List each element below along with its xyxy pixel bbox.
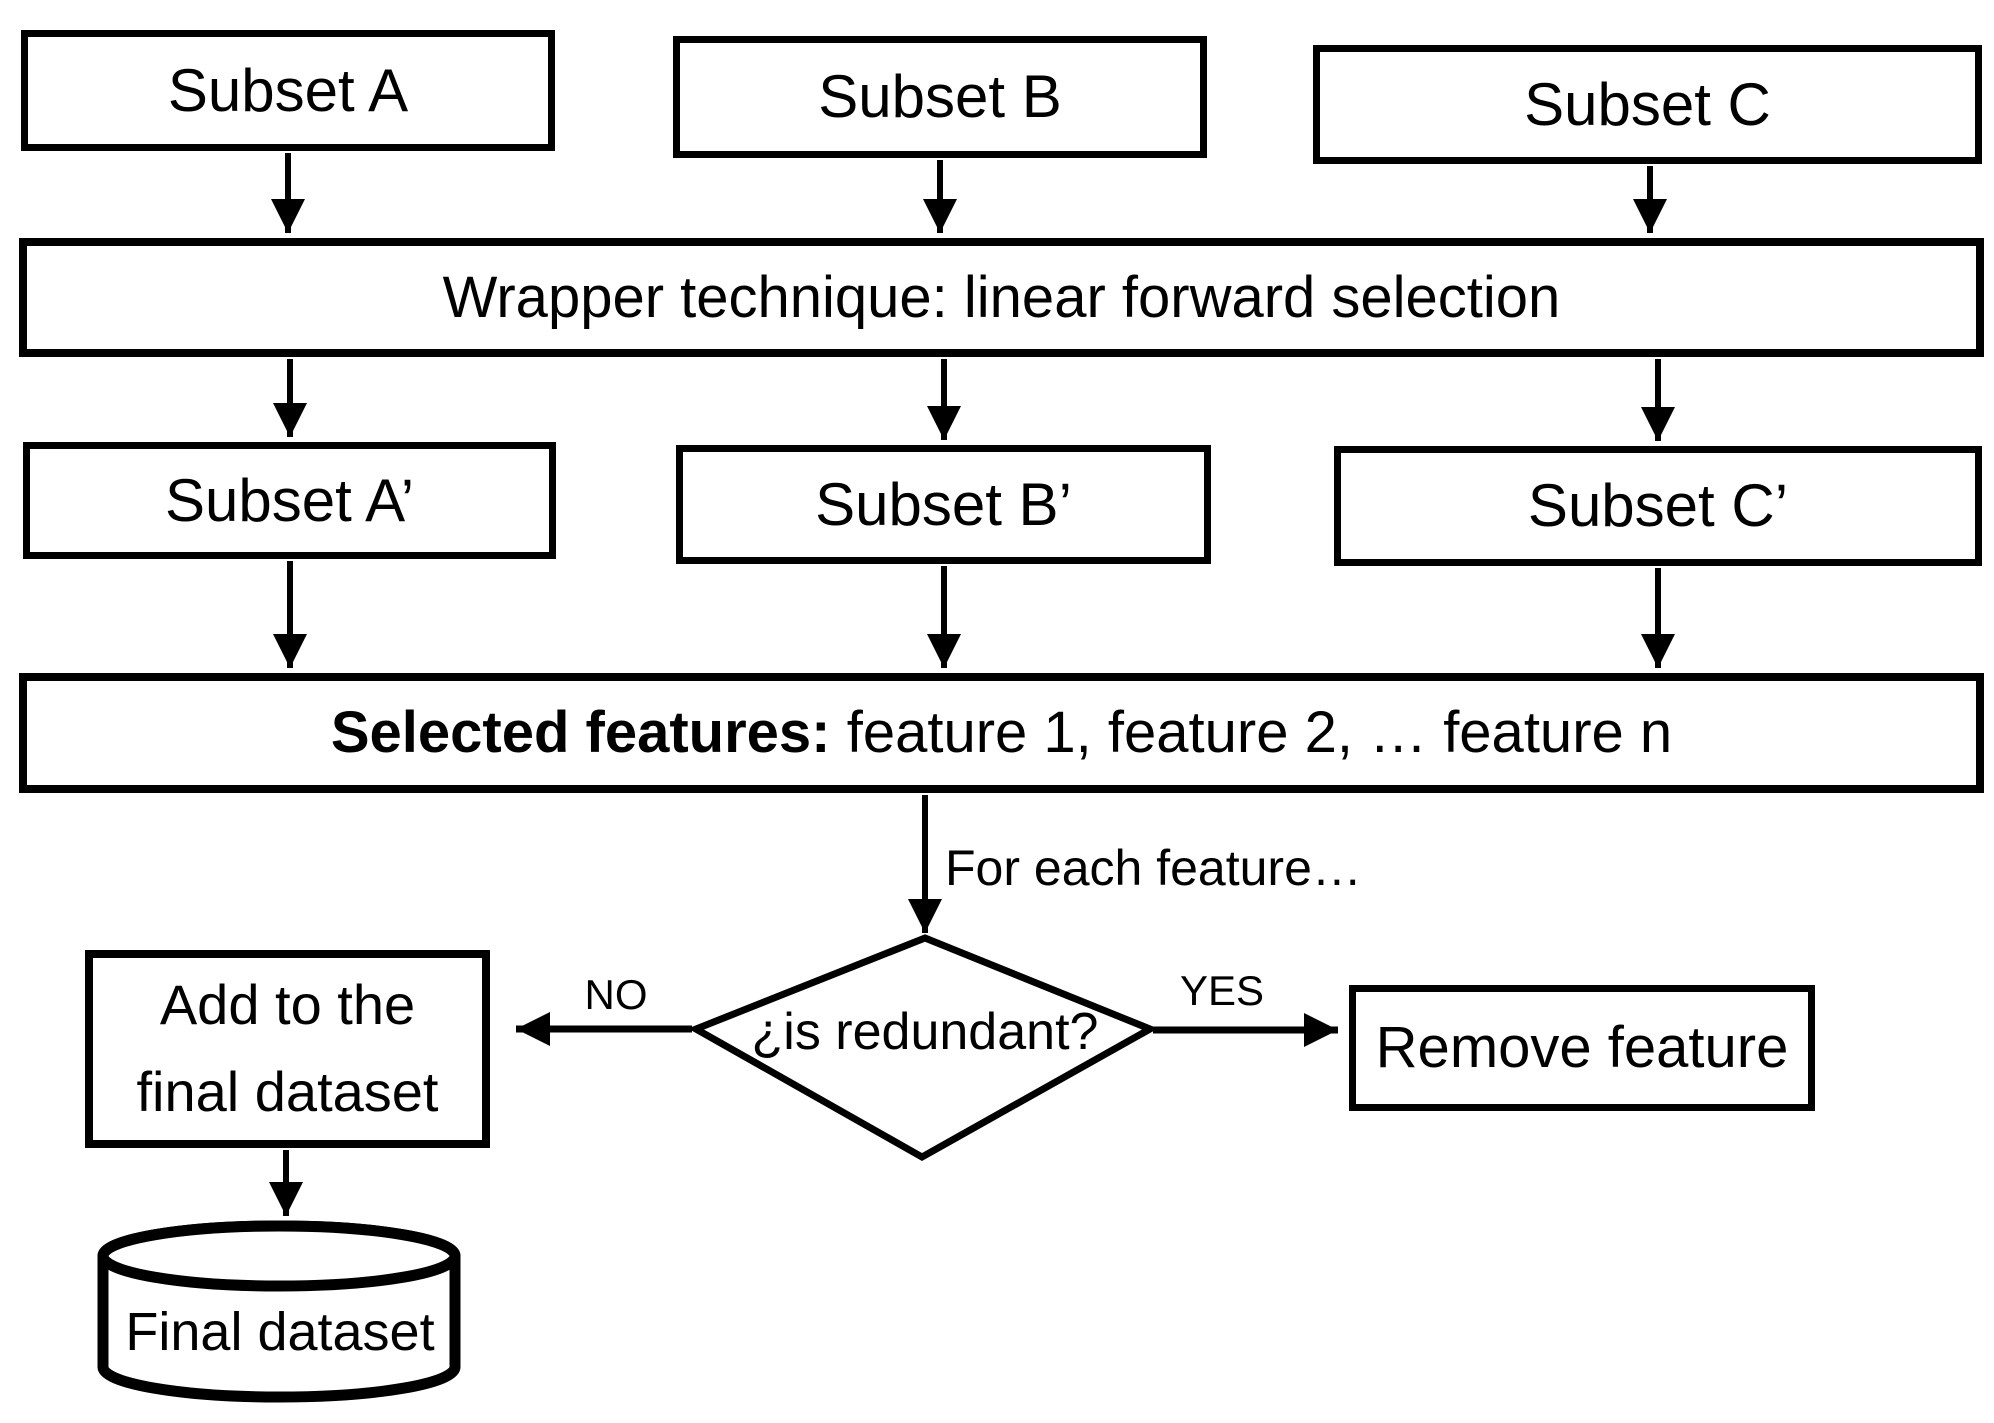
node-subset-c-label: Subset C [1524, 70, 1771, 138]
decision-diamond [687, 934, 1159, 1162]
edge-label-no: NO [584, 971, 648, 1018]
selected-features-heading: Selected features: [330, 700, 831, 766]
edge-label-yes: YES [1179, 967, 1265, 1014]
node-subset-c-prime: Subset C’ [1334, 446, 1982, 566]
node-subset-b-label: Subset B [818, 63, 1062, 130]
add-to-final-line2: final dataset [136, 1060, 439, 1123]
node-subset-b-prime-label: Subset B’ [815, 470, 1072, 538]
edge-label-for-each-feature: For each feature… [945, 840, 1362, 896]
node-subset-b: Subset B [673, 36, 1207, 158]
node-subset-c: Subset C [1313, 45, 1982, 164]
node-subset-a-label: Subset A [167, 56, 409, 124]
node-subset-b-prime: Subset B’ [676, 445, 1211, 564]
add-to-final-line1: Add to the [159, 973, 416, 1037]
node-subset-a-prime: Subset A’ [23, 442, 556, 559]
node-subset-c-prime-label: Subset C’ [1527, 472, 1789, 539]
node-wrapper-technique: Wrapper technique: linear forward select… [19, 238, 1984, 357]
decision-label: ¿is redundant? [751, 1003, 1099, 1061]
node-subset-a-prime-label: Subset A’ [164, 466, 415, 534]
node-remove-feature: Remove feature [1349, 985, 1815, 1111]
node-selected-features: Selected features:feature 1, feature 2, … [19, 673, 1984, 793]
node-add-to-final-dataset: Add to the final dataset [85, 950, 490, 1148]
final-dataset-label: Final dataset [125, 1302, 435, 1362]
node-wrapper-technique-label: Wrapper technique: linear forward select… [442, 264, 1561, 330]
database-cylinder [97, 1220, 461, 1403]
selected-features-list: feature 1, feature 2, … feature n [846, 700, 1673, 766]
node-subset-a: Subset A [21, 30, 555, 151]
node-remove-feature-label: Remove feature [1375, 1015, 1789, 1081]
